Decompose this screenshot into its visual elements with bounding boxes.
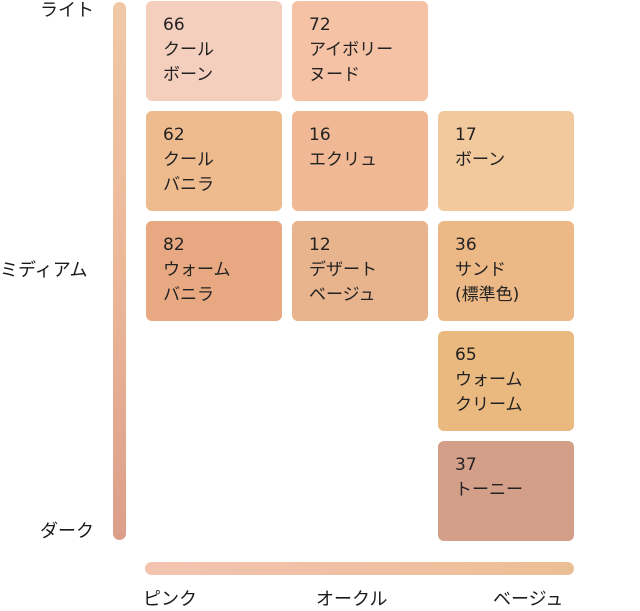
shade-name-line1: ウォーム bbox=[163, 260, 231, 280]
shade-name-line2: ボーン bbox=[163, 65, 214, 85]
depth-label-light: ライト bbox=[40, 0, 94, 21]
shade-number: 72 bbox=[309, 15, 331, 35]
shade-tile-36[interactable]: 36 サンド (標準色) bbox=[438, 221, 574, 321]
shade-number: 12 bbox=[309, 235, 331, 255]
shade-tile-82[interactable]: 82 ウォーム バニラ bbox=[146, 221, 282, 321]
undertone-label-ochre: オークル bbox=[316, 589, 388, 610]
undertone-label-beige: ベージュ bbox=[493, 589, 564, 610]
shade-number: 17 bbox=[455, 125, 477, 145]
shade-name-line1: ウォーム bbox=[455, 370, 523, 390]
shade-name-line1: クール bbox=[163, 40, 214, 60]
shade-name-line1: エクリュ bbox=[309, 150, 377, 170]
shade-name-line1: アイボリー bbox=[309, 40, 394, 60]
shade-name-line2: (標準色) bbox=[455, 285, 520, 305]
shade-name-line1: クール bbox=[163, 150, 214, 170]
shade-name-line2: ヌード bbox=[309, 65, 360, 85]
shade-name-line2: バニラ bbox=[163, 175, 214, 195]
shade-name-line2: クリーム bbox=[455, 395, 523, 415]
shade-number: 62 bbox=[163, 125, 185, 145]
depth-label-dark: ダーク bbox=[40, 521, 94, 542]
shade-number: 66 bbox=[163, 15, 185, 35]
shade-name-line2: ベージュ bbox=[309, 285, 376, 305]
depth-label-medium: ミディアム bbox=[0, 260, 88, 281]
shade-name-line1: デザート bbox=[309, 260, 377, 280]
shade-number: 16 bbox=[309, 125, 331, 145]
shade-number: 37 bbox=[455, 455, 477, 475]
shade-tile-65[interactable]: 65 ウォーム クリーム bbox=[438, 331, 574, 431]
shade-name-line1: トーニー bbox=[455, 480, 523, 500]
shade-tile-66[interactable]: 66 クール ボーン bbox=[146, 1, 282, 101]
shade-tile-17[interactable]: 17 ボーン bbox=[438, 111, 574, 211]
shade-name-line2: バニラ bbox=[163, 285, 214, 305]
undertone-gradient-bar bbox=[145, 562, 574, 575]
shade-tile-62[interactable]: 62 クール バニラ bbox=[146, 111, 282, 211]
shade-number: 82 bbox=[163, 235, 185, 255]
shade-tile-16[interactable]: 16 エクリュ bbox=[292, 111, 428, 211]
undertone-label-pink: ピンク bbox=[143, 589, 197, 610]
depth-gradient-bar bbox=[113, 2, 126, 540]
shade-name-line1: ボーン bbox=[455, 150, 506, 170]
shade-number: 65 bbox=[455, 345, 477, 365]
shade-number: 36 bbox=[455, 235, 477, 255]
shade-name-line1: サンド bbox=[455, 260, 506, 280]
shade-tile-12[interactable]: 12 デザート ベージュ bbox=[292, 221, 428, 321]
shade-tile-72[interactable]: 72 アイボリー ヌード bbox=[292, 1, 428, 101]
shade-tile-37[interactable]: 37 トーニー bbox=[438, 441, 574, 541]
